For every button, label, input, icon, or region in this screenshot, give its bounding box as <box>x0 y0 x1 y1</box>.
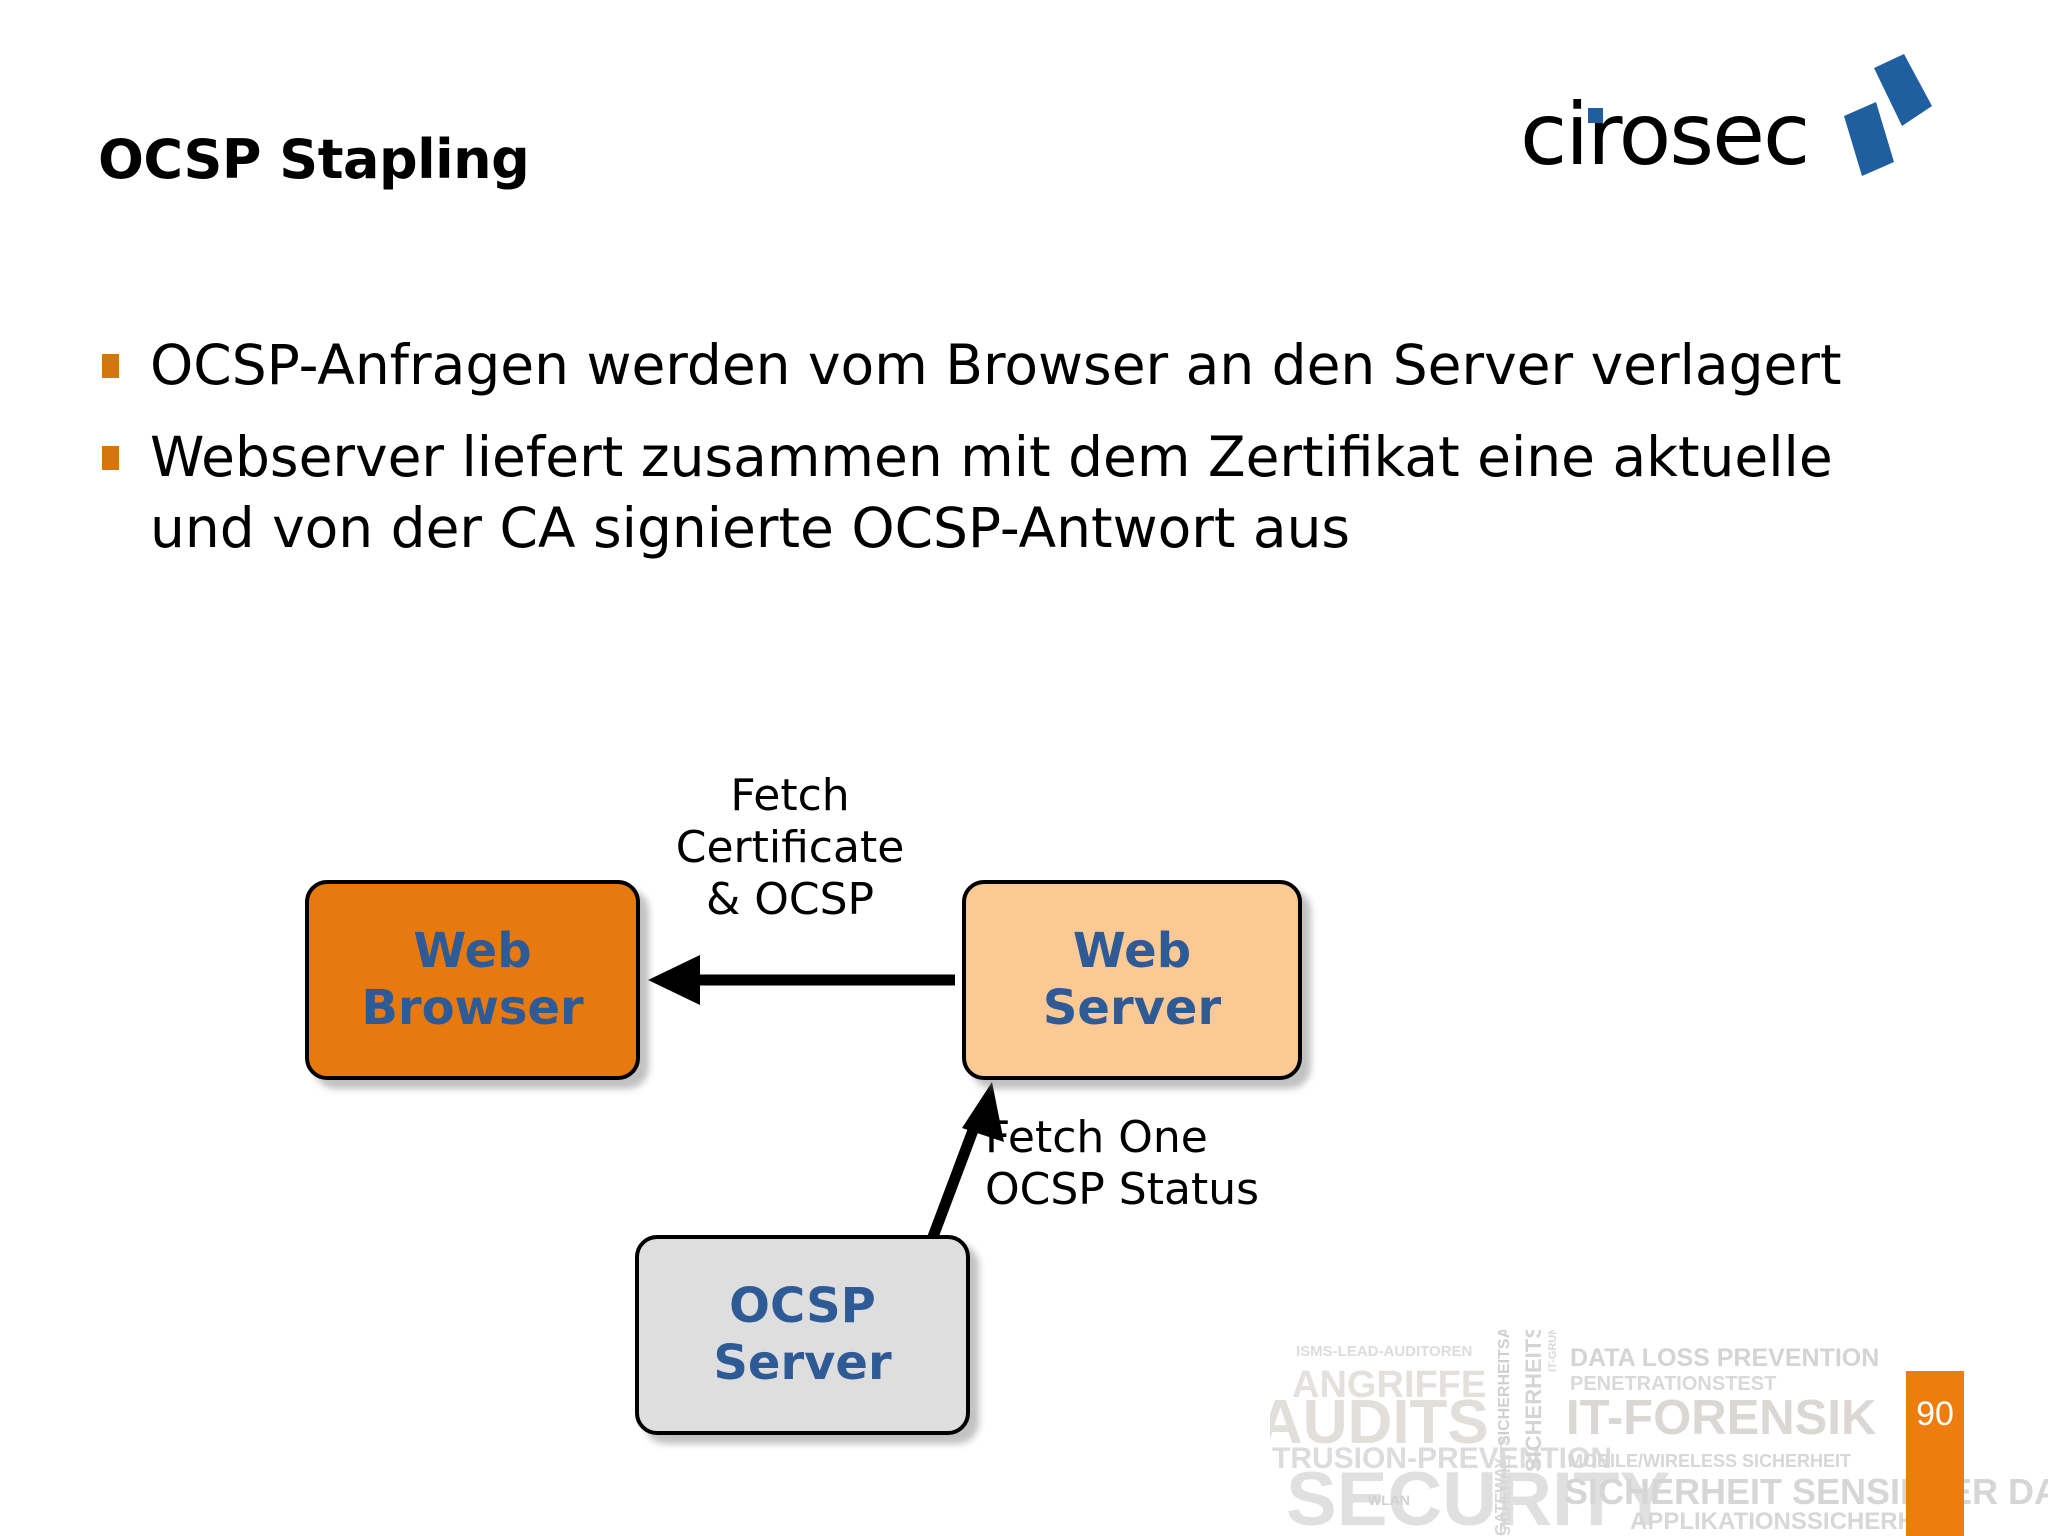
wordcloud-term: PENETRATIONSTEST <box>1570 1373 1777 1395</box>
cirosec-logo: cirosec <box>1520 54 1980 188</box>
arrow-server-to-browser <box>648 955 955 1005</box>
page-title: OCSP Stapling <box>98 128 530 191</box>
bullet-text-2: Webserver liefert zusammen mit dem Zerti… <box>150 425 1833 560</box>
logo-swoosh-icon <box>1844 54 1932 176</box>
wordcloud-term: ANGRIFFE <box>1292 1364 1487 1406</box>
wordcloud-term: AUDITS <box>1270 1388 1489 1457</box>
wordcloud-term: IT-GRUNDSCHUTZ <box>1547 1330 1559 1372</box>
wordcloud-term: SICHERHEITS <box>1497 1435 1514 1536</box>
logo-wordmark: cirosec <box>1520 85 1810 185</box>
bullet-item-1: OCSP-Anfragen werden vom Browser an den … <box>98 330 1898 400</box>
node-ocsp-server[interactable]: OCSP Server <box>635 1235 970 1435</box>
bullet-square-icon <box>102 446 119 471</box>
wordcloud-term: APPLIKATIONSSICHERHEIT <box>1630 1508 1953 1535</box>
wordcloud-term: INTRUSION-PREVENTION <box>1270 1442 1613 1475</box>
node-web-server[interactable]: Web Server <box>962 880 1302 1080</box>
logo-i-dot-icon <box>1588 108 1603 123</box>
wordcloud-term: SECURITY <box>1286 1457 1671 1536</box>
wordcloud-term: SICHERHEITSANALYSEN <box>1496 1330 1513 1446</box>
wordcloud-term: MOBILE/WIRELESS SICHERHEIT <box>1568 1451 1852 1471</box>
wordcloud-term: IT-FORENSIK <box>1566 1391 1877 1445</box>
bullet-item-2: Webserver liefert zusammen mit dem Zerti… <box>98 422 1898 563</box>
page-number-badge: 90 <box>1906 1371 1964 1536</box>
edge-label-fetch-one-ocsp-status: Fetch One OCSP Status <box>985 1112 1260 1215</box>
wordcloud-term: ISMS-LEAD-AUDITOREN <box>1296 1343 1473 1360</box>
wordcloud-term: GATEWAY <box>1493 1457 1510 1536</box>
bullet-square-icon <box>102 354 119 378</box>
wordcloud-term: SICHERHEIT SENSIBLER DATEN <box>1564 1471 2048 1512</box>
node-web-browser[interactable]: Web Browser <box>305 880 640 1080</box>
bullet-text-1: OCSP-Anfragen werden vom Browser an den … <box>150 333 1842 397</box>
bullet-list: OCSP-Anfragen werden vom Browser an den … <box>98 330 1898 585</box>
wordcloud-term: DATA LOSS PREVENTION <box>1570 1344 1880 1372</box>
page-number-text: 90 <box>1916 1395 1954 1433</box>
edge-label-fetch-certificate-ocsp: Fetch Certificate & OCSP <box>675 770 905 925</box>
wordcloud-term: WLAN <box>1368 1492 1410 1508</box>
wordcloud-term: SICHERHEITSMANAGEMENT <box>1521 1330 1546 1472</box>
